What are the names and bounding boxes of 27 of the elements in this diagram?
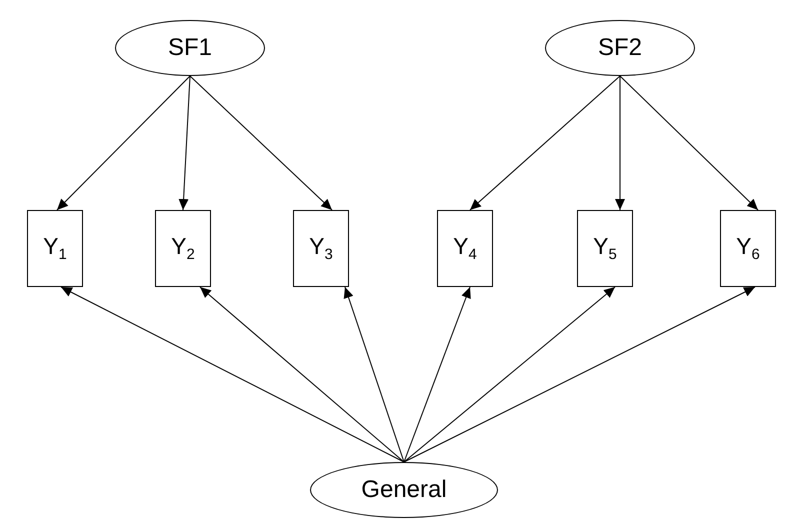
- variable-label: General: [361, 476, 447, 504]
- arrow: [344, 286, 404, 462]
- observed-variable-box: [720, 210, 776, 287]
- arrow: [615, 76, 625, 210]
- observed-variable-box: [437, 210, 493, 287]
- variable-label: SF1: [168, 34, 212, 62]
- variable-label: Y$_{5}$: [593, 234, 617, 264]
- arrow: [178, 76, 190, 210]
- arrow: [404, 286, 616, 462]
- arrow: [620, 76, 758, 210]
- arrow: [56, 76, 190, 210]
- variable-label: SF2: [598, 34, 642, 62]
- arrow: [404, 286, 756, 462]
- variable-label: Y$_{6}$: [736, 234, 760, 264]
- variable-label: Y$_{4}$: [453, 234, 477, 264]
- observed-variable-box: [155, 210, 211, 287]
- arrow: [190, 76, 332, 210]
- arrow: [60, 286, 404, 462]
- arrow: [404, 286, 471, 462]
- variable-label: Y$_{3}$: [309, 234, 333, 264]
- arrow: [470, 76, 620, 210]
- variable-label: Y$_{1}$: [43, 234, 67, 264]
- arrow: [200, 286, 404, 462]
- variable-label: Y$_{2}$: [171, 234, 195, 264]
- observed-variable-box: [27, 210, 83, 287]
- observed-variable-box: [577, 210, 633, 287]
- observed-variable-box: [293, 210, 349, 287]
